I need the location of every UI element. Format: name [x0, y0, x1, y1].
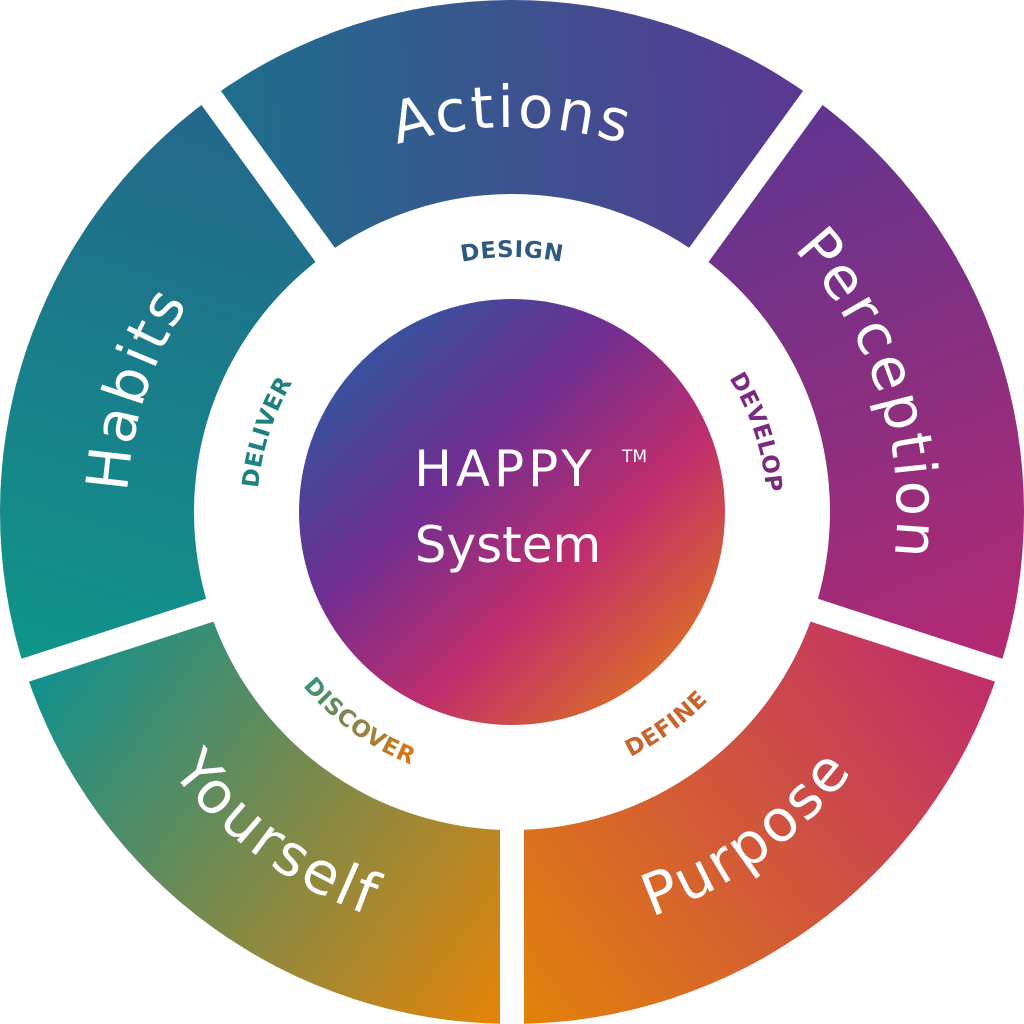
inner-label-deliver: DELIVER — [238, 372, 298, 489]
segment-actions — [211, 0, 813, 255]
segment-habits — [0, 97, 326, 671]
segment-yourself — [25, 610, 513, 1024]
inner-label-design: DESIGN — [459, 237, 566, 268]
center-circle — [299, 299, 725, 725]
inner-label-define: DEFINE — [621, 686, 713, 762]
inner-label-develop: DEVELOP — [724, 368, 786, 494]
segment-gap — [793, 593, 1020, 688]
segment-purpose — [512, 610, 999, 1024]
trademark-mark: TM — [621, 447, 647, 467]
segment-gap — [190, 76, 346, 277]
segment-gap — [4, 593, 231, 688]
segment-perception — [698, 97, 1024, 671]
segment-gap — [678, 76, 834, 277]
center-subtitle: System — [415, 516, 601, 574]
center-title: HAPPY — [414, 440, 596, 498]
